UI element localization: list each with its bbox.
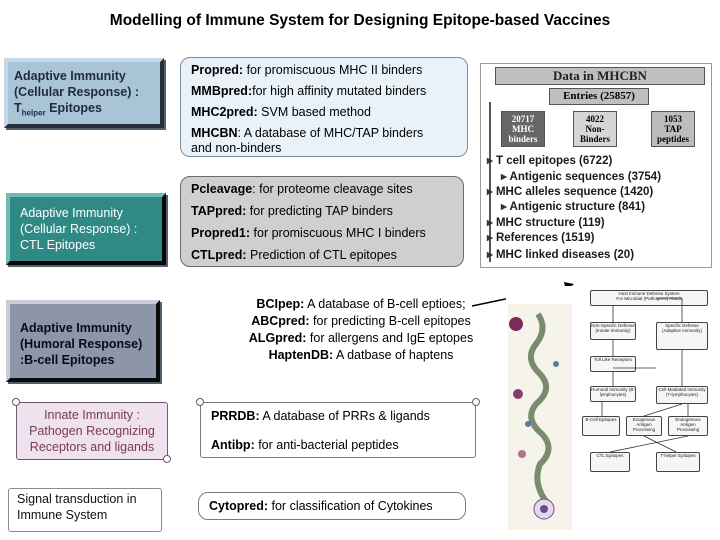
diagram-node: CTL Epitopes xyxy=(590,452,630,472)
diagram-connectors xyxy=(601,297,689,453)
mhcbn-list-item: ▸ Antigenic sequences (3754) xyxy=(501,171,662,183)
tool-item: ABCpred: for predicting B-cell epitopes xyxy=(251,314,471,328)
mhcbn-list-item: ▸ MHC structure (119) xyxy=(487,217,605,229)
tool-item: ALGpred: for allergens and IgE eptopes xyxy=(248,331,474,345)
diagram-node: Humoral Immunity (B-lymphocytes) xyxy=(590,386,636,402)
scroll-curl xyxy=(163,455,171,463)
mhcbn-list-item: ▸ References (1519) xyxy=(487,232,595,244)
diagram-node: Exogenous Antigen Processing xyxy=(626,416,662,436)
bcell-line2: (Humoral Response) xyxy=(20,337,143,351)
diagram-node: B-Cell Epitopes xyxy=(582,416,620,436)
diagram-node: Cell-Mediated Immunity (T-lymphocytes) xyxy=(656,386,708,404)
thelper-t: T xyxy=(14,101,22,115)
signal-line2: Immune System xyxy=(17,508,108,522)
mhcbn-list-item: ▸ Antigenic structure (841) xyxy=(501,201,646,213)
tool-item: BCIpep: A database of B-cell eptioes; xyxy=(256,297,466,311)
thelper-epitopes: Epitopes xyxy=(45,101,102,115)
mhcbn-list-item: ▸ MHC alleles sequence (1420) xyxy=(487,186,654,198)
tool-item: MMBpred:for high affinity mutated binder… xyxy=(191,84,427,98)
mhcbn-list-item: ▸ T cell epitopes (6722) xyxy=(487,155,613,167)
tool-item-continuation: and non-binders xyxy=(191,141,282,155)
innate-line2: Pathogen Recognizing xyxy=(29,424,155,438)
innate-scroll: Innate Immunity : Pathogen Recognizing R… xyxy=(16,402,168,460)
tool-item: PRRDB: A database of PRRs & ligands xyxy=(211,409,430,423)
cytokine-tools-box: Cytopred: for classification of Cytokine… xyxy=(198,492,466,520)
tool-item: HaptenDB: A datbase of haptens xyxy=(268,348,454,362)
tool-item: Propred1: for promiscuous MHC I binders xyxy=(191,226,426,240)
ctl-panel: Adaptive Immunity (Cellular Response) : … xyxy=(6,193,166,265)
bcell-panel: Adaptive Immunity (Humoral Response) :B-… xyxy=(6,300,160,382)
scroll-curl xyxy=(12,398,20,406)
scroll-curl xyxy=(472,398,480,406)
tool-item: Pcleavage: for proteome cleavage sites xyxy=(191,182,413,196)
mhcbn-entries: Entries (25857) xyxy=(549,88,649,105)
bcell-tools: BCIpep: A database of B-cell eptioes; AB… xyxy=(230,296,492,366)
signal-line1: Signal transduction in xyxy=(17,492,137,506)
thelper-sub: helper xyxy=(21,108,46,118)
ctl-tools-box: Pcleavage: for proteome cleavage sites T… xyxy=(180,176,464,267)
tool-item: TAPpred: for predicting TAP binders xyxy=(191,204,393,218)
tool-item: Cytopred: for classification of Cytokine… xyxy=(209,499,433,513)
thelper-line2: (Cellular Response) : xyxy=(14,85,140,99)
signal-box: Signal transduction in Immune System xyxy=(8,488,162,532)
tool-item: MHCBN: A database of MHC/TAP binders xyxy=(191,126,424,140)
tool-item: Propred: for promiscuous MHC II binders xyxy=(191,63,423,77)
mhcbn-heading: Data in MHCBN xyxy=(495,67,705,85)
bcell-line3: :B-cell Epitopes xyxy=(20,353,115,367)
innate-line3: Receptors and ligands xyxy=(29,440,155,454)
mhc2-tools-box: Propred: for promiscuous MHC II binders … xyxy=(180,57,468,157)
ctl-line2: (Cellular Response) : xyxy=(20,222,138,236)
thelper-line1: Adaptive Immunity xyxy=(14,69,126,83)
page-title: Modelling of Immune System for Designing… xyxy=(109,12,611,29)
innate-line1: Innate Immunity : xyxy=(44,408,140,422)
mhcbn-spine xyxy=(489,102,491,262)
tool-item: Antibp: for anti-bacterial peptides xyxy=(211,438,399,452)
diagram-node: Specific Defense (Adaptive Immunity) xyxy=(656,322,708,350)
cell-illustration xyxy=(508,304,572,530)
diagram-node: Endogenous Antigen Processing xyxy=(668,416,708,436)
tool-item: MHC2pred: SVM based method xyxy=(191,105,371,119)
scroll-curl xyxy=(196,398,204,406)
mhcbn-list-item: ▸ MHC linked diseases (20) xyxy=(487,249,635,261)
innate-tools-box: PRRDB: A database of PRRs & ligands Anti… xyxy=(200,402,476,458)
thelper-panel: Adaptive Immunity (Cellular Response) : … xyxy=(4,58,164,128)
bcell-line1: Adaptive Immunity xyxy=(20,321,132,335)
tool-item: CTLpred: Prediction of CTL epitopes xyxy=(191,248,397,262)
ctl-line3: CTL Epitopes xyxy=(20,238,96,252)
diagram-node: Non-Specific Defense (Innate Immunity) xyxy=(590,322,636,340)
thelper-line3: Thelper Epitopes xyxy=(14,100,160,122)
ctl-line1: Adaptive Immunity xyxy=(20,206,123,220)
diagram-node: T-helper Epitopes xyxy=(656,452,700,472)
